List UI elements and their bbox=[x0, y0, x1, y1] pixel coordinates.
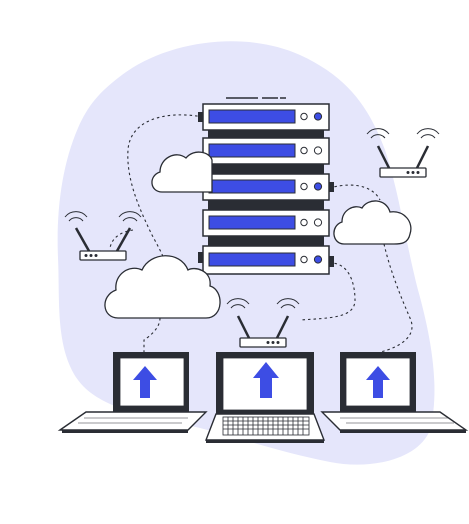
wifi-router-icon-top-right bbox=[366, 128, 440, 178]
laptop-icon-right bbox=[320, 352, 469, 433]
wifi-router-icon-center bbox=[226, 298, 300, 348]
laptop-icon-left bbox=[57, 352, 208, 433]
keyboard bbox=[222, 416, 310, 436]
server-unit-5 bbox=[198, 245, 334, 275]
cloud-icon-right bbox=[333, 200, 412, 245]
server-unit-1 bbox=[198, 103, 330, 131]
server-unit-2 bbox=[202, 137, 330, 165]
server-unit-3 bbox=[202, 173, 334, 201]
upload-arrow-icon bbox=[133, 366, 157, 398]
upload-arrow-icon bbox=[253, 362, 279, 398]
wifi-router-icon-left bbox=[64, 211, 142, 261]
laptop-icon-center bbox=[204, 352, 326, 443]
connection-lines bbox=[109, 114, 413, 353]
cloud-icon-top-left bbox=[151, 151, 213, 193]
cloud-icon-left bbox=[104, 255, 221, 319]
upload-arrow-icon bbox=[366, 366, 390, 398]
server-unit-4 bbox=[202, 209, 330, 237]
server-rack-icon bbox=[198, 97, 334, 275]
